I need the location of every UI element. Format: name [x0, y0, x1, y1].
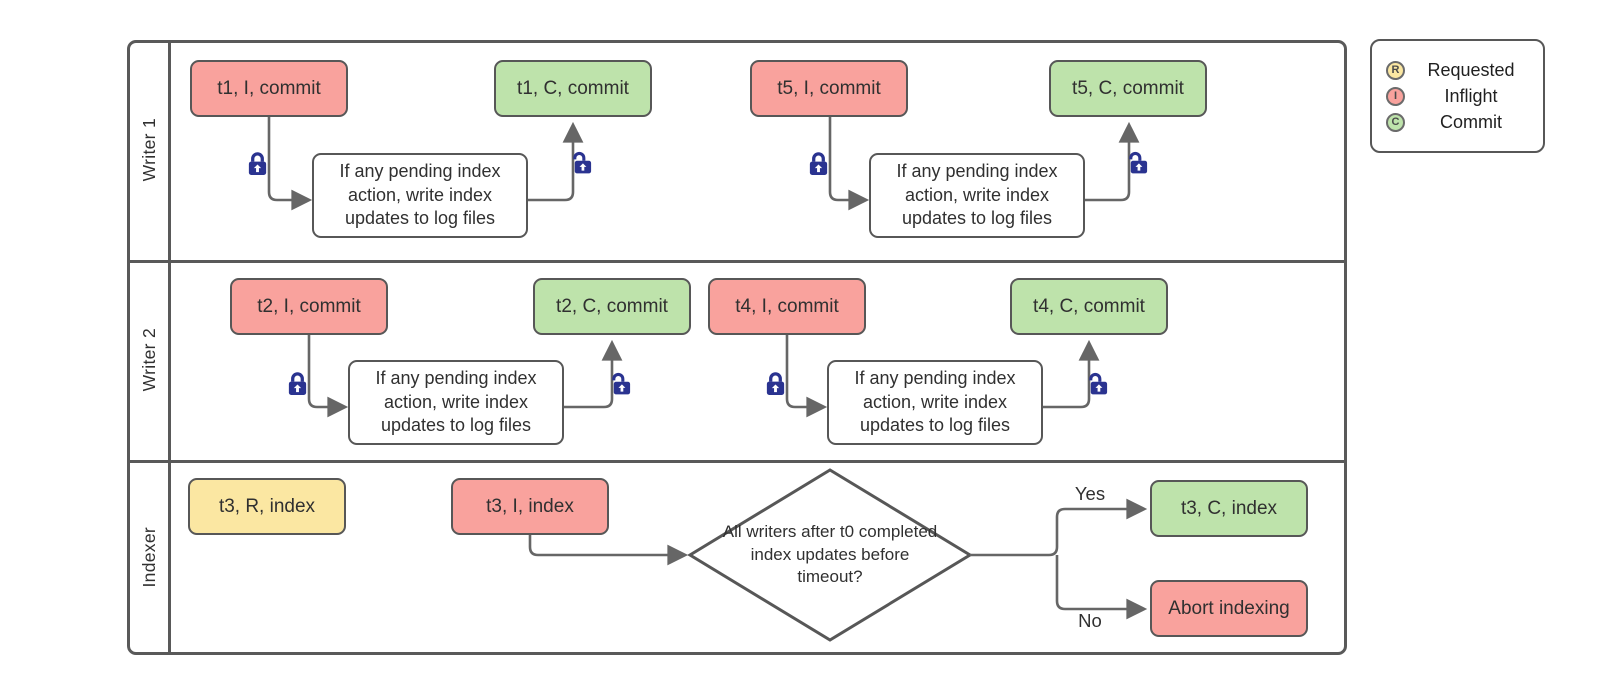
- lane-writer-2: Writer 2: [130, 263, 168, 457]
- node-t3-requested: t3, R, index: [188, 478, 346, 535]
- lock-closed-icon: [766, 372, 785, 395]
- legend-item-commit: C Commit: [1386, 112, 1533, 133]
- lock-open-icon: [1089, 372, 1108, 395]
- legend-label-requested: Requested: [1427, 59, 1515, 80]
- node-t2-commit: t2, C, commit: [533, 278, 691, 335]
- process-note-writer1-a: If any pending index action, write index…: [312, 153, 528, 238]
- node-t4-commit: t4, C, commit: [1010, 278, 1168, 335]
- decision-question: All writers after t0 completed index upd…: [722, 522, 938, 587]
- legend-item-requested: R Requested: [1386, 60, 1533, 81]
- legend-label-inflight: Inflight: [1444, 85, 1498, 106]
- inflight-state-icon: I: [1386, 86, 1405, 106]
- lane-label-indexer: Indexer: [138, 527, 159, 588]
- requested-state-icon: R: [1386, 60, 1405, 80]
- branch-label-no: No: [1078, 610, 1102, 631]
- process-note-writer2-b: If any pending index action, write index…: [827, 360, 1043, 445]
- branch-label-yes: Yes: [1074, 483, 1106, 504]
- commit-state-icon: C: [1386, 112, 1405, 132]
- lane-divider-2: [127, 460, 1347, 463]
- legend-label-commit: Commit: [1440, 111, 1502, 132]
- node-t3-commit: t3, C, index: [1150, 480, 1308, 537]
- node-t5-commit: t5, C, commit: [1049, 60, 1207, 117]
- lock-closed-icon: [248, 152, 267, 175]
- process-note-writer1-b: If any pending index action, write index…: [869, 153, 1085, 238]
- lock-open-icon: [612, 372, 631, 395]
- lock-open-icon: [1129, 151, 1148, 174]
- lane-label-column-divider: [168, 40, 171, 655]
- legend: R Requested I Inflight C Commit: [1370, 39, 1545, 153]
- process-note-writer2-a: If any pending index action, write index…: [348, 360, 564, 445]
- lane-divider-1: [127, 260, 1347, 263]
- legend-item-inflight: I Inflight: [1386, 86, 1533, 107]
- lane-label-writer-2: Writer 2: [138, 328, 159, 392]
- lane-label-writer-1: Writer 1: [138, 118, 159, 182]
- lane-writer-1: Writer 1: [130, 43, 168, 257]
- node-t5-inflight: t5, I, commit: [750, 60, 908, 117]
- node-t1-commit: t1, C, commit: [494, 60, 652, 117]
- lock-closed-icon: [288, 372, 307, 395]
- node-t1-inflight: t1, I, commit: [190, 60, 348, 117]
- node-t2-inflight: t2, I, commit: [230, 278, 388, 335]
- lane-indexer: Indexer: [130, 463, 168, 652]
- lock-closed-icon: [809, 152, 828, 175]
- node-abort-indexing: Abort indexing: [1150, 580, 1308, 637]
- node-t4-inflight: t4, I, commit: [708, 278, 866, 335]
- node-t3-inflight: t3, I, index: [451, 478, 609, 535]
- lock-open-icon: [573, 151, 592, 174]
